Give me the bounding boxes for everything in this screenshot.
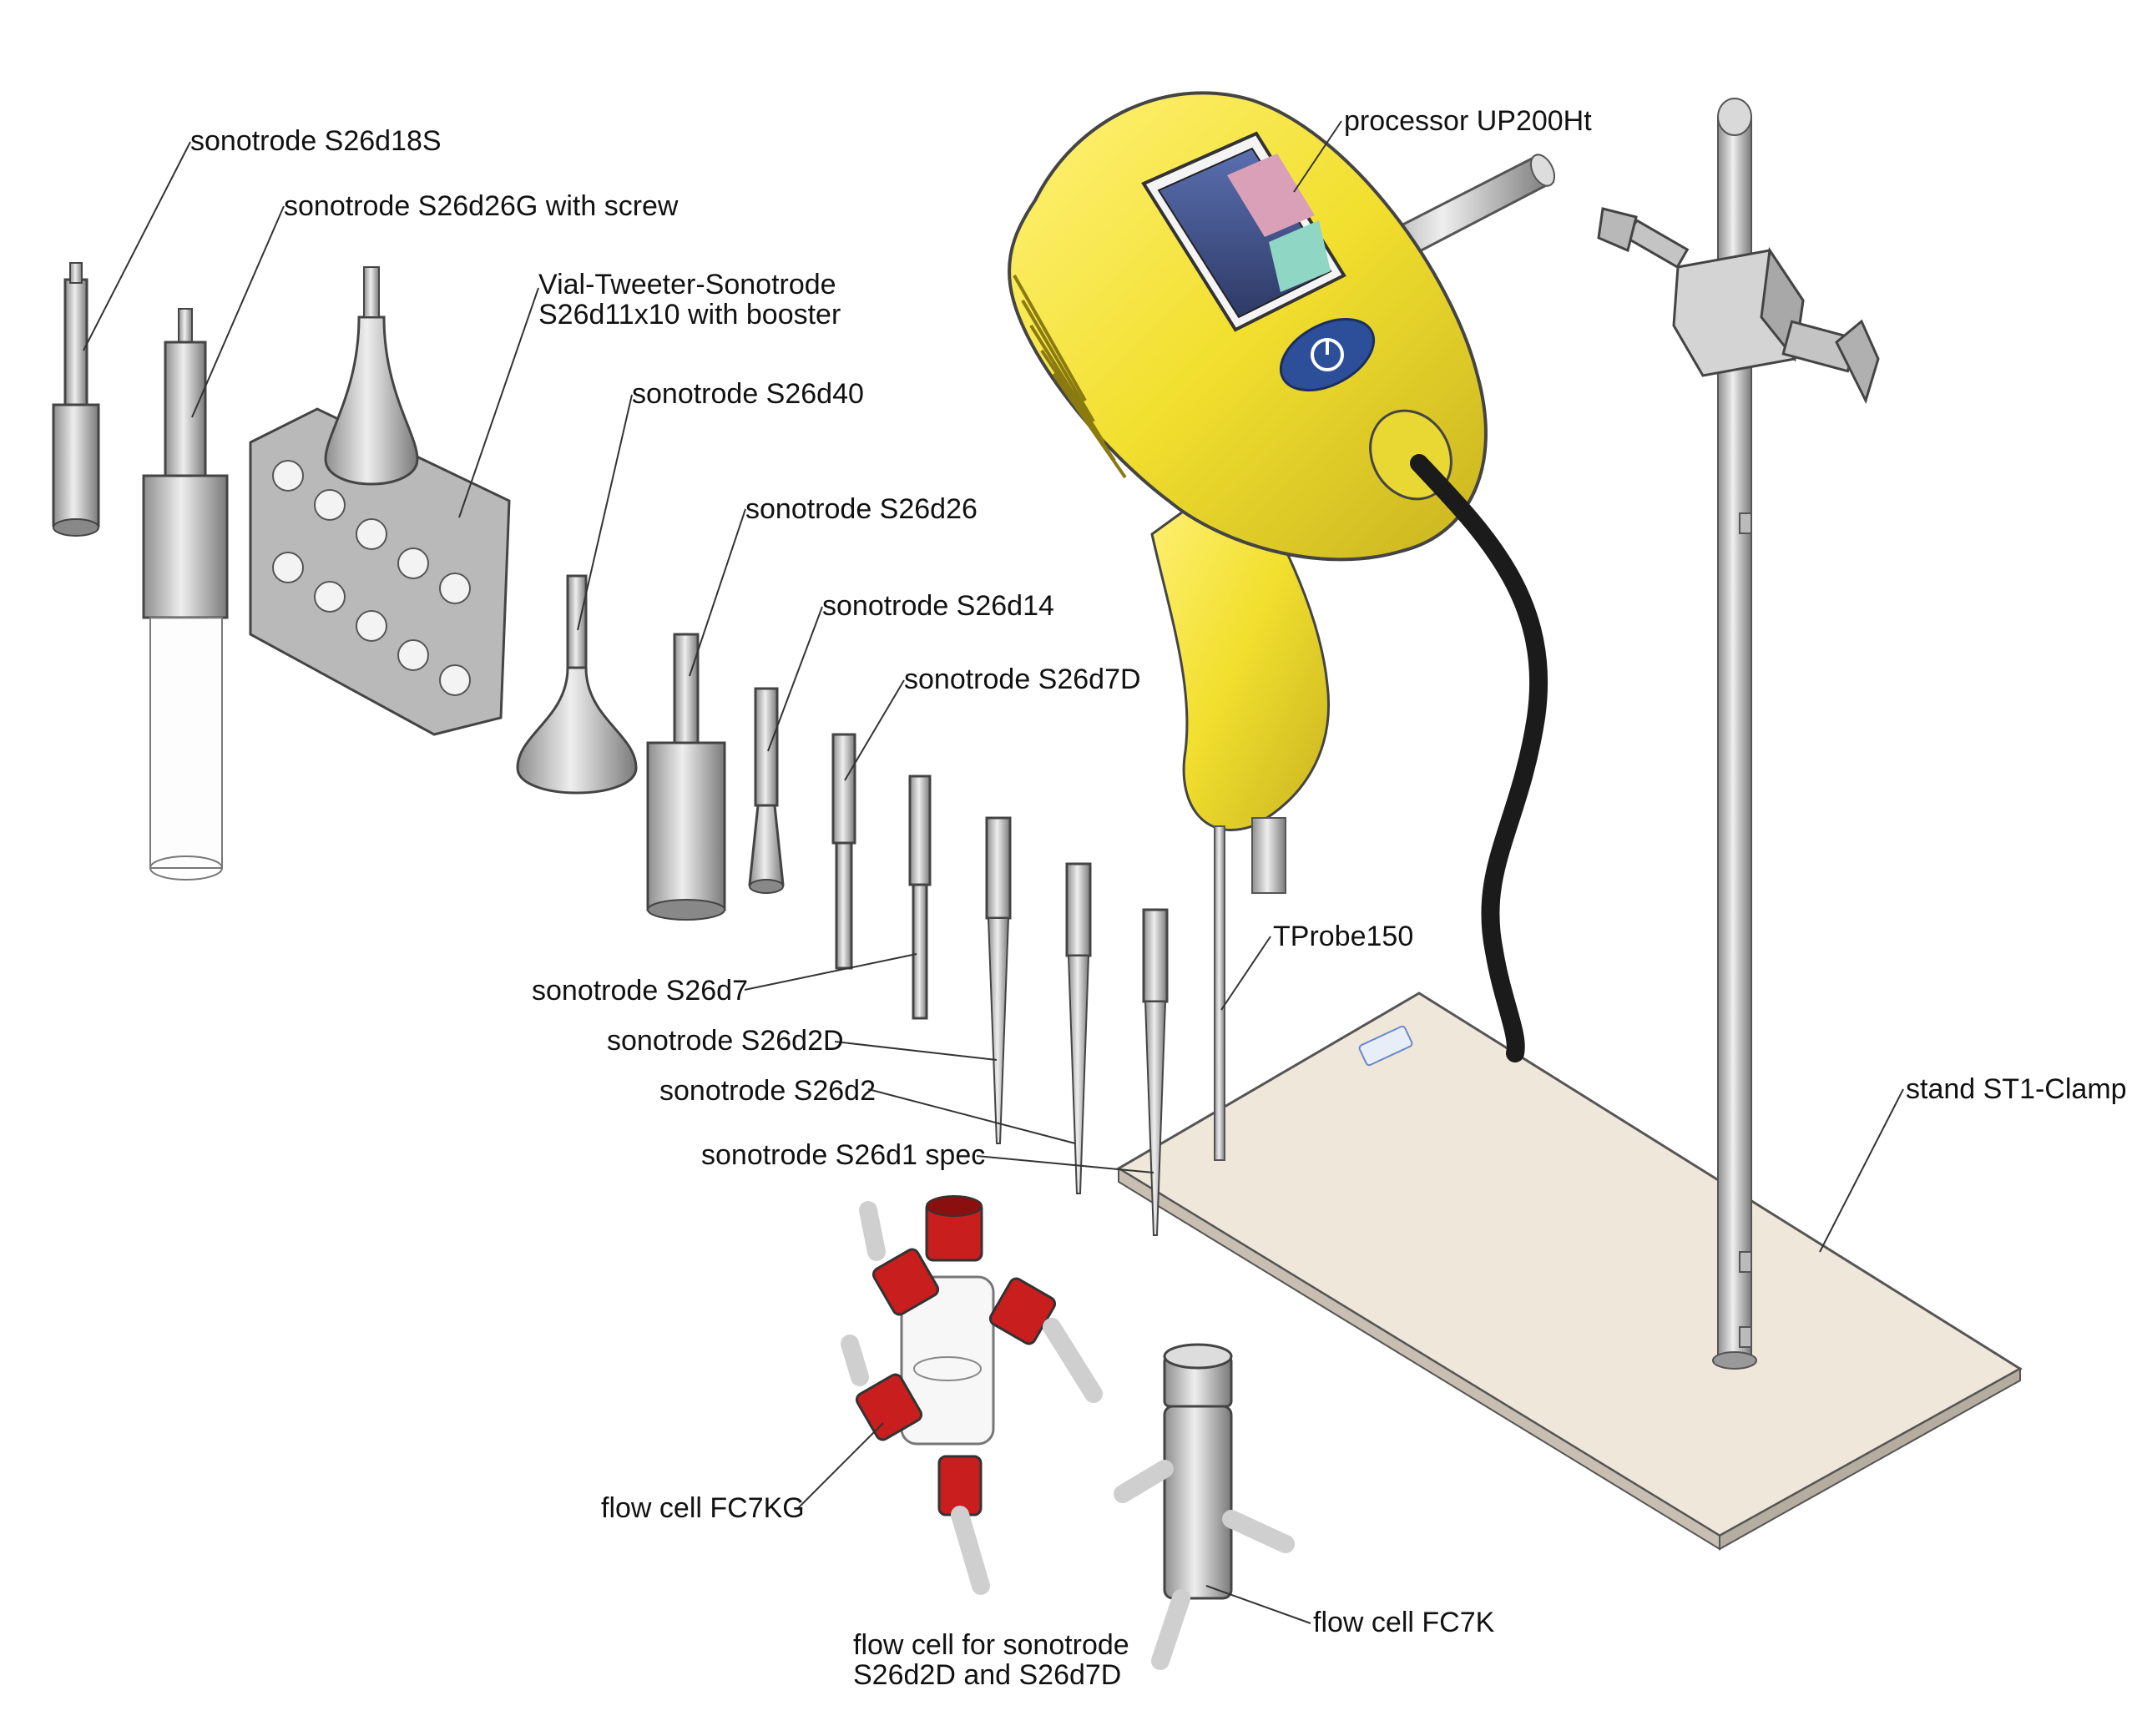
leader-processor bbox=[1293, 120, 1342, 193]
leader-s26d14 bbox=[767, 606, 823, 752]
leader-vial-tweeter bbox=[458, 287, 539, 518]
leader-s26d40 bbox=[577, 394, 633, 631]
label-sonotrode-s26d40: sonotrode S26d40 bbox=[632, 378, 864, 410]
fc7kg-hose-barb bbox=[841, 1335, 869, 1386]
stand-rod-notch bbox=[1739, 1251, 1752, 1273]
sonotrode-s26d2 bbox=[1065, 862, 1092, 1194]
fc7kg-cap-left bbox=[871, 1248, 940, 1316]
leader-fc7k bbox=[1205, 1585, 1311, 1624]
fc7k-hose-barb bbox=[1151, 1589, 1190, 1670]
label-stand-st1-clamp: stand ST1-Clamp bbox=[1906, 1073, 2127, 1105]
stand-rod-notch bbox=[1739, 512, 1752, 534]
leader-s26d7 bbox=[744, 953, 917, 991]
processor-display-panel bbox=[1269, 220, 1331, 292]
sonotrode-s26d26 bbox=[646, 633, 726, 921]
label-sonotrode-s26d26g: sonotrode S26d26G with screw bbox=[284, 190, 679, 222]
fc7kg-cap-lower-left bbox=[855, 1373, 923, 1441]
stand-base-side bbox=[1719, 1367, 2021, 1551]
sonotrode-s26d26g bbox=[142, 308, 229, 881]
vial-tweeter-sonotrode bbox=[249, 266, 511, 736]
fc7k-hose-barb bbox=[1222, 1510, 1295, 1553]
processor-cooling-fins bbox=[1013, 275, 1127, 479]
label-vial-tweeter-line1: Vial-Tweeter-Sonotrode bbox=[538, 269, 836, 300]
label-flow-cell-sonotrode-line2: S26d2D and S26d7D bbox=[853, 1659, 1121, 1691]
processor-cable bbox=[1410, 454, 1548, 1062]
label-flow-cell-fc7k: flow cell FC7K bbox=[1313, 1607, 1495, 1638]
flow-cell-fc7k bbox=[1114, 1343, 1295, 1670]
stand-base-logo bbox=[1358, 1025, 1413, 1067]
leader-tprobe bbox=[1220, 936, 1271, 1011]
leader-s26d26 bbox=[689, 508, 746, 677]
sonotrode-s26d2d bbox=[985, 816, 1012, 1144]
label-sonotrode-s26d1-spec: sonotrode S26d1 spec bbox=[701, 1139, 985, 1171]
leader-fc7kg bbox=[796, 1422, 884, 1510]
label-sonotrode-s26d18s: sonotrode S26d18S bbox=[190, 125, 442, 157]
sonotrode-s26d1-spec bbox=[1142, 908, 1169, 1236]
label-sonotrode-s26d2d: sonotrode S26d2D bbox=[607, 1025, 844, 1057]
processor-body bbox=[1008, 91, 1488, 562]
leader-s26d2 bbox=[867, 1088, 1076, 1144]
label-sonotrode-s26d14: sonotrode S26d14 bbox=[822, 590, 1054, 622]
stand-st1-clamp bbox=[1116, 98, 2023, 1551]
label-sonotrode-s26d26: sonotrode S26d26 bbox=[745, 493, 978, 525]
label-sonotrode-s26d2: sonotrode S26d2 bbox=[659, 1075, 876, 1107]
fc7kg-hose-barb bbox=[859, 1201, 886, 1261]
leader-stand bbox=[1819, 1088, 1904, 1253]
sonotrode-s26d7 bbox=[908, 775, 932, 1020]
label-processor-up200ht: processor UP200Ht bbox=[1344, 105, 1592, 137]
leader-s26d7d bbox=[844, 679, 905, 781]
sonotrode-s26d14 bbox=[748, 687, 785, 894]
leader-s26d1-spec bbox=[976, 1155, 1154, 1173]
label-flow-cell-sonotrode-line1: flow cell for sonotrode bbox=[853, 1629, 1129, 1661]
processor-horn bbox=[1251, 817, 1286, 894]
label-sonotrode-s26d7d: sonotrode S26d7D bbox=[904, 664, 1141, 695]
leader-s26d18s bbox=[83, 141, 191, 351]
label-sonotrode-s26d7: sonotrode S26d7 bbox=[532, 975, 748, 1007]
processor-side-handle-end bbox=[1529, 154, 1556, 187]
fc7k-hose-barb bbox=[1114, 1460, 1174, 1503]
label-tprobe150: TProbe150 bbox=[1273, 921, 1413, 952]
stand-clamp bbox=[1597, 207, 1880, 405]
sonotrode-s26d18s bbox=[52, 262, 100, 537]
stand-rod-top bbox=[1717, 98, 1752, 136]
processor-display-panel bbox=[1227, 154, 1315, 237]
stand-rod-notch bbox=[1739, 1326, 1752, 1348]
labels: sonotrode S26d18S sonotrode S26d26G with… bbox=[190, 105, 2127, 1691]
fc7kg-hose-barb bbox=[951, 1506, 990, 1595]
processor-up200ht bbox=[1008, 91, 1556, 1161]
processor-power-button[interactable] bbox=[1269, 305, 1386, 405]
flow-cell-fc7kg bbox=[841, 1195, 1103, 1595]
fc7kg-hose-barb bbox=[1043, 1318, 1103, 1403]
sonotrode-s26d40 bbox=[516, 574, 638, 795]
leader-s26d2d bbox=[834, 1041, 998, 1061]
tprobe150-rod bbox=[1214, 825, 1225, 1161]
stand-rod-foot bbox=[1712, 1351, 1757, 1370]
leader-lines bbox=[83, 120, 1904, 1624]
sonotrode-s26d7d bbox=[831, 733, 856, 970]
label-flow-cell-fc7kg: flow cell FC7KG bbox=[601, 1492, 805, 1524]
label-vial-tweeter-line2: S26d11x10 with booster bbox=[538, 299, 841, 331]
leader-s26d26g bbox=[191, 205, 285, 418]
